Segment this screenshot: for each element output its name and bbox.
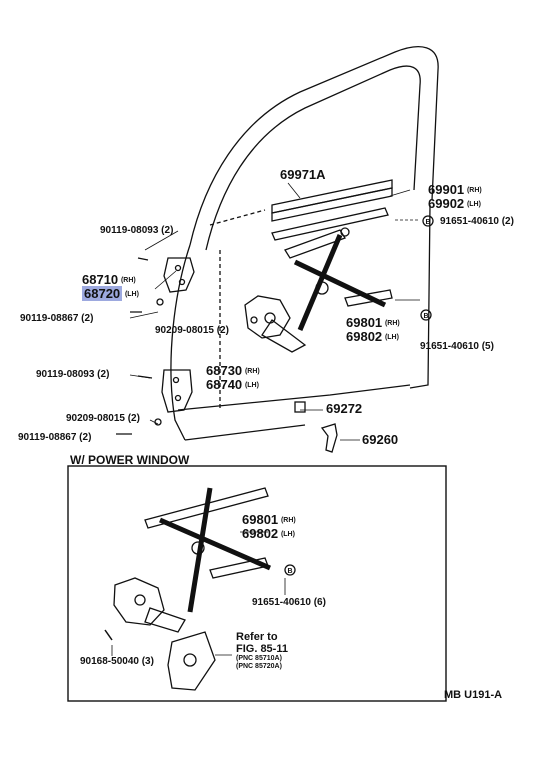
- lh-tag: (LH): [244, 382, 259, 389]
- rh-tag: (RH): [120, 277, 136, 284]
- hinge-bolt-top: [130, 257, 149, 313]
- door-inner-bottom: [177, 384, 411, 411]
- pw-arm-a: [187, 487, 213, 613]
- refer-pnc-1: (PNC 85710A): [236, 655, 282, 662]
- lower-hinge: [161, 369, 193, 413]
- label-91651-40610-5: 91651-40610 (5): [420, 341, 494, 352]
- door-outline-bottom: [184, 424, 306, 441]
- refer-figure-link[interactable]: FIG. 85-11: [236, 643, 288, 655]
- refer-pnc-2: (PNC 85720A): [236, 663, 282, 670]
- regulator-lower-rail: [344, 289, 393, 307]
- svg-text:B: B: [425, 219, 430, 226]
- label-69902: 69902: [428, 196, 465, 211]
- label-90209-08015-bottom: 90209-08015 (2): [66, 413, 140, 424]
- label-90119-08093-bottom: 90119-08093 (2): [36, 369, 110, 380]
- label-69272: 69272: [326, 401, 363, 416]
- regulator-arm-c: [293, 259, 387, 308]
- door-outline-left: [170, 244, 191, 441]
- label-90168-50040: 90168-50040 (3): [80, 656, 154, 667]
- pw-motor: [167, 631, 216, 691]
- label-68710-68720: 68710 (RH) 68720 (LH): [82, 273, 139, 301]
- svg-text:B: B: [423, 313, 428, 320]
- svg-text:B: B: [287, 568, 292, 575]
- label-91651-40610-2: 91651-40610 (2): [440, 216, 514, 227]
- pw-gear-sector: [144, 607, 186, 633]
- upper-hinge: [163, 257, 195, 293]
- hinge-bolt-bottom: [116, 375, 153, 435]
- part-69260: [320, 423, 338, 453]
- regulator-gear-body: [244, 295, 291, 339]
- glass-channel-2: [271, 187, 393, 222]
- pw-arm-b: [159, 517, 271, 571]
- label-69971A: 69971A: [280, 167, 326, 182]
- label-pw-69801: 69801: [242, 512, 279, 527]
- pw-gear-body: [113, 577, 165, 626]
- label-69802: 69802: [346, 329, 383, 344]
- door-frame-inner: [205, 65, 421, 251]
- lh-tag: (LH): [384, 334, 399, 341]
- circle-marker-b: B B B: [287, 219, 430, 575]
- section-title-power-window: W/ POWER WINDOW: [70, 453, 190, 467]
- rh-tag: (RH): [384, 320, 400, 327]
- door-belt-line: [209, 209, 266, 226]
- diagram-code: MB U191-A: [444, 689, 503, 701]
- label-68720-highlighted[interactable]: 68720: [82, 286, 123, 301]
- refer-line-1: Refer to: [236, 631, 278, 643]
- regulator-upper-rail: [271, 207, 389, 241]
- lh-tag: (LH): [466, 201, 481, 208]
- label-90119-08867-top: 90119-08867 (2): [20, 313, 94, 324]
- stopper-69272: [294, 401, 306, 413]
- rh-tag: (RH): [280, 517, 296, 524]
- lh-tag: (LH): [124, 291, 139, 298]
- rh-tag: (RH): [244, 368, 260, 375]
- label-69901: 69901: [428, 182, 465, 197]
- label-pw-69802: 69802: [242, 526, 279, 541]
- label-68730: 68730: [206, 363, 243, 378]
- door-frame: [189, 46, 439, 246]
- door-back-edge: [409, 204, 431, 389]
- label-69260: 69260: [362, 432, 399, 447]
- label-91651-40610-6: 91651-40610 (6): [252, 597, 326, 608]
- label-68740: 68740: [206, 377, 243, 392]
- power-window-box: [67, 465, 447, 702]
- pw-upper-rail: [144, 487, 269, 529]
- pw-lower-rail: [209, 557, 269, 579]
- refer-note: Refer to FIG. 85-11 (PNC 85710A) (PNC 85…: [236, 631, 288, 671]
- rh-tag: (RH): [466, 187, 482, 194]
- label-69901-69902: 69901 (RH) 69902 (LH): [428, 183, 482, 211]
- label-69801-69802: 69801 (RH) 69802 (LH): [346, 316, 400, 344]
- regulator-arm-a: [284, 229, 346, 259]
- lh-tag: (LH): [280, 531, 295, 538]
- label-69801: 69801: [346, 315, 383, 330]
- label-68710: 68710: [82, 272, 119, 287]
- label-68730-68740: 68730 (RH) 68740 (LH): [206, 364, 260, 392]
- label-pw-69801-69802: 69801 (RH) 69802 (LH): [242, 513, 296, 541]
- label-90119-08867-bottom: 90119-08867 (2): [18, 432, 92, 443]
- label-90209-08015-top: 90209-08015 (2): [155, 325, 229, 336]
- label-90119-08093-top: 90119-08093 (2): [100, 225, 174, 236]
- regulator-gear-sector: [261, 319, 307, 353]
